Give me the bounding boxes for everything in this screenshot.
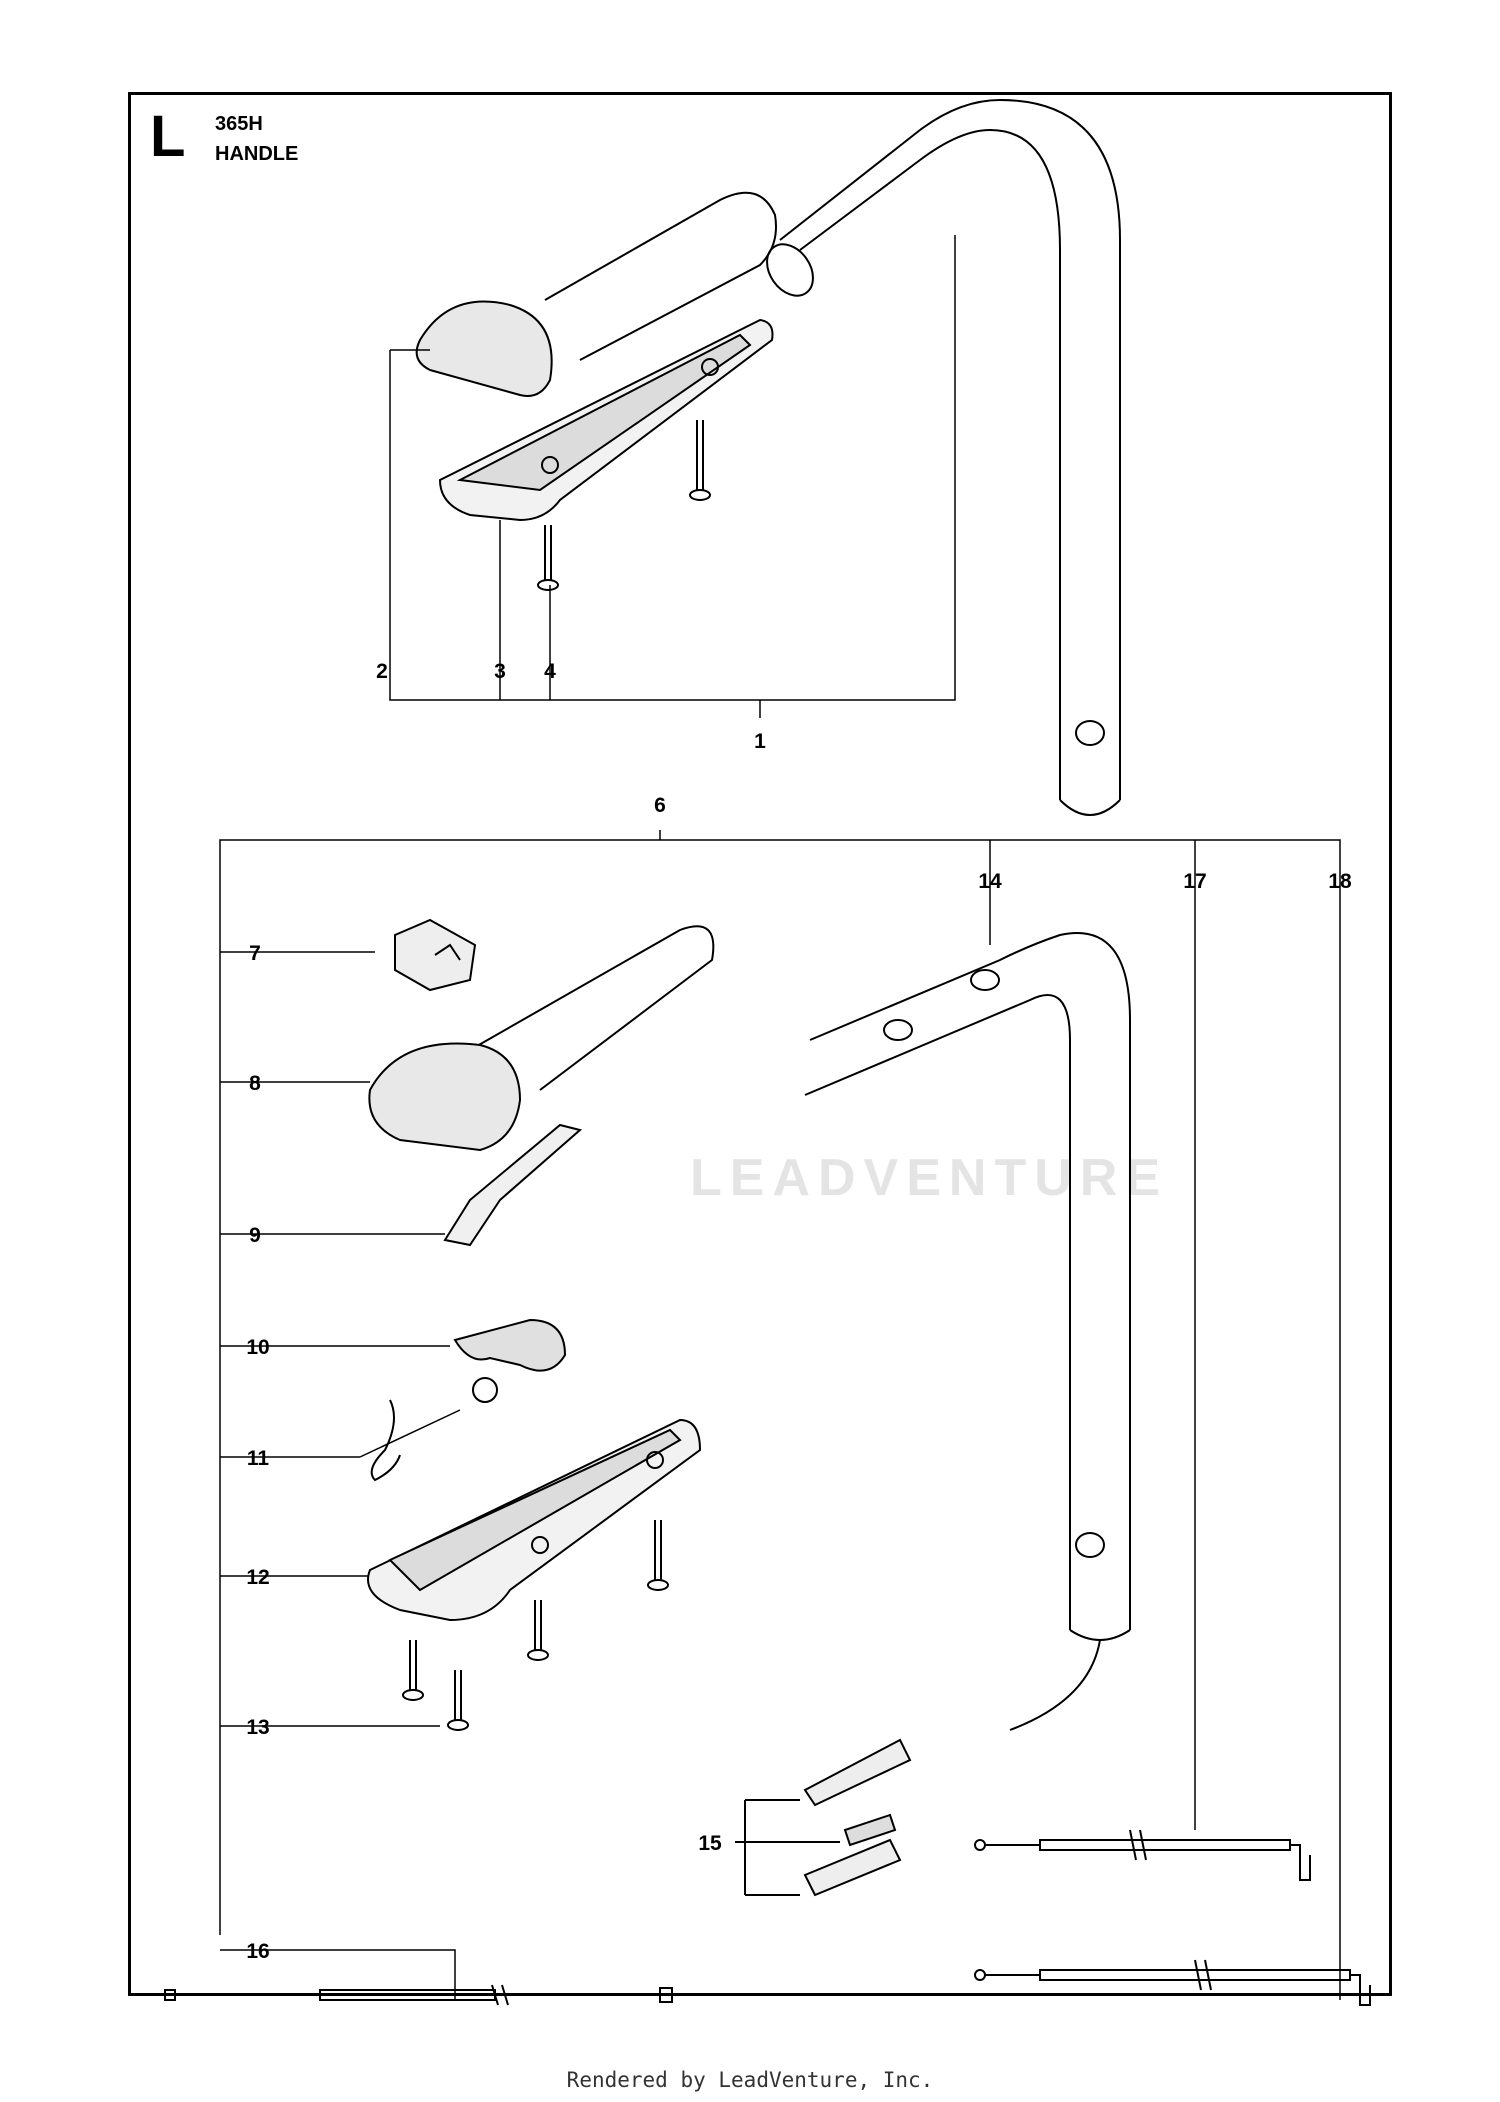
wire-16-part (164, 1984, 673, 2006)
callout-16: 16 (246, 1940, 269, 1963)
lower-grip-part (368, 925, 715, 1152)
diagram-title: HANDLE (215, 143, 299, 165)
callout-13: 13 (246, 1716, 269, 1739)
upper-grip-part (415, 191, 777, 397)
diagram-frame (128, 92, 1392, 1996)
lower-screw-part (402, 1520, 669, 1731)
lower-assembly-bracket (219, 830, 1341, 2000)
section-letter: L (150, 104, 186, 169)
lower-handle-base-part (367, 1418, 702, 1622)
callout-14: 14 (978, 870, 1002, 893)
leader-lines-upper (389, 235, 956, 718)
callout-11: 11 (247, 1447, 270, 1470)
callout-18: 18 (1328, 870, 1352, 893)
connector-part (735, 1738, 912, 1897)
model-number: 365H (215, 113, 263, 135)
callout-4: 4 (544, 660, 556, 683)
watermark: LEADVENTURE (690, 1149, 1169, 1207)
callout-7: 7 (249, 942, 261, 965)
callout-6: 6 (654, 794, 666, 817)
callout-12: 12 (246, 1566, 269, 1589)
footer-credit: Rendered by LeadVenture, Inc. (566, 2068, 934, 2092)
wire-17-part (974, 1829, 1311, 1881)
callout-17: 17 (1183, 870, 1206, 893)
lever-part (453, 1318, 567, 1403)
upper-handle-base-part (438, 318, 774, 522)
callout-9: 9 (249, 1224, 261, 1247)
callout-3: 3 (494, 660, 506, 683)
callout-10: 10 (246, 1336, 269, 1359)
throttle-trigger-part (443, 1123, 583, 1247)
lower-tube-part (804, 932, 1131, 1731)
callout-8: 8 (249, 1072, 261, 1095)
screw-part (537, 420, 711, 591)
callout-1: 1 (754, 730, 766, 753)
upper-tube-part (766, 98, 1121, 816)
callout-2: 2 (376, 660, 388, 683)
wire-18-part (974, 1959, 1371, 2006)
callout-15: 15 (698, 1832, 722, 1855)
spring-part (370, 1399, 401, 1482)
throttle-lockout-part (394, 918, 477, 992)
